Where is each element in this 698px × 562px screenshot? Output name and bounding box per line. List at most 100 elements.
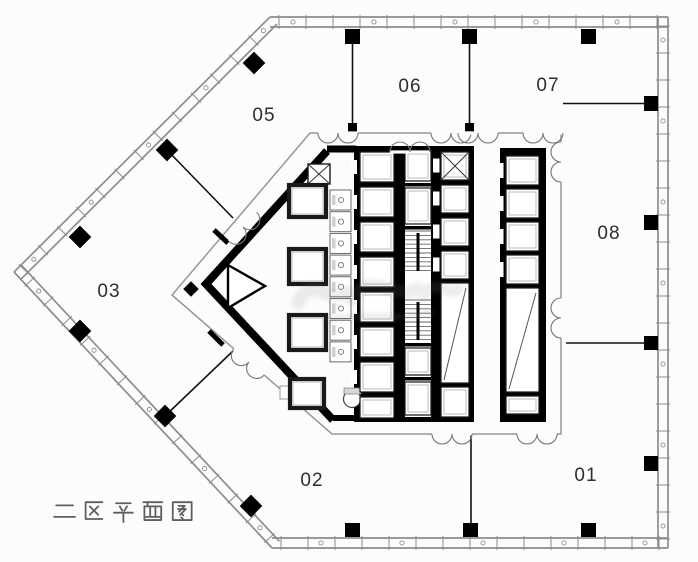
elevator-door-gap bbox=[496, 262, 504, 277]
stair-sep bbox=[405, 226, 431, 230]
mullion-joint-icon bbox=[480, 540, 486, 546]
mullion-joint-icon bbox=[660, 280, 666, 286]
mullion-joint-icon bbox=[88, 199, 94, 205]
door-swing-icon bbox=[430, 132, 472, 144]
elevator-car-icon bbox=[508, 224, 537, 249]
curtain-edge bbox=[272, 536, 668, 550]
elevator-car-icon bbox=[508, 257, 537, 282]
elevator-cell bbox=[359, 326, 395, 358]
elevator-car-icon bbox=[362, 329, 392, 355]
mullion-joint-icon bbox=[614, 19, 620, 25]
wall-stub bbox=[465, 123, 474, 133]
vent-shaft-icon bbox=[307, 163, 331, 185]
wall-stub bbox=[212, 228, 230, 245]
door-swing-icon bbox=[431, 433, 473, 445]
elevator-car-icon bbox=[291, 187, 324, 215]
elevator-cell bbox=[404, 150, 432, 182]
restroom-stalls bbox=[329, 189, 352, 363]
elevator-car-icon bbox=[443, 389, 467, 415]
mullion-joint-icon bbox=[146, 142, 152, 148]
elevator-cell bbox=[440, 250, 470, 280]
elevator-door-gap bbox=[350, 300, 357, 314]
column bbox=[345, 29, 360, 44]
door-swing-icon bbox=[389, 141, 431, 153]
elevator-door-gap bbox=[433, 224, 440, 239]
stall-door-icon bbox=[332, 238, 336, 249]
zone-labels: 01 02 03 05 06 07 08 bbox=[97, 75, 620, 491]
mullion-joint-icon bbox=[660, 442, 666, 448]
elevator-door-gap bbox=[350, 160, 357, 174]
toilet-icon bbox=[337, 196, 345, 204]
stall-door-icon bbox=[332, 303, 336, 314]
toilet-icon bbox=[337, 218, 345, 225]
mullion-joint-icon bbox=[660, 199, 666, 205]
door-swing-icon bbox=[317, 132, 359, 144]
curtain-edge bbox=[270, 15, 668, 29]
column bbox=[581, 29, 596, 44]
elevator-cell bbox=[505, 188, 540, 219]
title-char-tu bbox=[171, 501, 193, 521]
column-diamond bbox=[68, 319, 92, 343]
shaft-diagonal bbox=[508, 292, 537, 390]
elevator-car-icon bbox=[362, 189, 392, 215]
elevator-cell bbox=[359, 221, 395, 253]
core-chevron-wall bbox=[200, 148, 336, 423]
elevator-door-gap bbox=[350, 265, 357, 279]
toilet-icon bbox=[337, 262, 345, 269]
door-swing-icon bbox=[550, 141, 562, 183]
elevator-cell bbox=[505, 395, 540, 415]
mullion-joint-icon bbox=[257, 525, 263, 531]
curtain-wall bbox=[13, 15, 670, 550]
elevator-cell bbox=[404, 381, 432, 416]
elevator-door-gap bbox=[350, 335, 357, 349]
elevator-car-icon bbox=[362, 154, 392, 180]
mullion-joint-icon bbox=[146, 406, 152, 412]
elevator-cell bbox=[404, 347, 432, 376]
stair-rail-icon bbox=[416, 302, 420, 340]
partition-walls bbox=[164, 44, 645, 524]
point-column bbox=[183, 281, 199, 297]
elevator-car-icon bbox=[407, 153, 429, 179]
elevator-cell bbox=[505, 254, 540, 285]
wall-stub bbox=[207, 329, 225, 347]
elevator-cell bbox=[359, 186, 395, 218]
mullion-joint-icon bbox=[91, 347, 97, 353]
elevator-car-icon bbox=[407, 190, 429, 222]
door-swing-icon bbox=[516, 433, 558, 445]
elevator-cell bbox=[440, 184, 470, 214]
door-swings bbox=[228, 131, 564, 445]
stair-sep bbox=[405, 377, 431, 381]
watermark bbox=[291, 278, 464, 324]
elevator-door-gap bbox=[350, 230, 357, 244]
elevator-car-icon bbox=[508, 398, 537, 412]
title-char-ping bbox=[113, 502, 134, 524]
column bbox=[345, 523, 360, 537]
mullion-joint-icon bbox=[202, 466, 208, 472]
zone-label-08: 08 bbox=[597, 223, 620, 244]
title-char-mian bbox=[142, 501, 164, 521]
elevator-door-gap bbox=[350, 195, 357, 209]
mullion-joint-icon bbox=[660, 37, 666, 43]
door-swing-icon bbox=[230, 348, 265, 379]
elevator-car-icon bbox=[362, 224, 392, 250]
elevator-car-icon bbox=[362, 364, 392, 390]
elevator-door-gap bbox=[496, 229, 504, 244]
zone-label-05: 05 bbox=[252, 105, 275, 126]
elevator-cell bbox=[286, 246, 329, 287]
elevator-car-icon bbox=[443, 154, 467, 178]
elevator-car-icon bbox=[291, 251, 324, 282]
mullion-joint-icon bbox=[318, 540, 324, 546]
zone-label-02: 02 bbox=[300, 470, 323, 491]
elevator-cell bbox=[440, 217, 470, 247]
elevator-car-icon bbox=[508, 191, 537, 216]
elevator-cell bbox=[286, 182, 329, 220]
shaft-diagonal bbox=[443, 287, 467, 381]
zone-label-07: 07 bbox=[536, 75, 559, 96]
elevator-cell bbox=[359, 151, 395, 183]
door-swing-icon bbox=[550, 297, 562, 339]
sink-icon bbox=[343, 387, 362, 395]
mullion-joint-icon bbox=[260, 28, 266, 34]
column bbox=[644, 336, 658, 350]
